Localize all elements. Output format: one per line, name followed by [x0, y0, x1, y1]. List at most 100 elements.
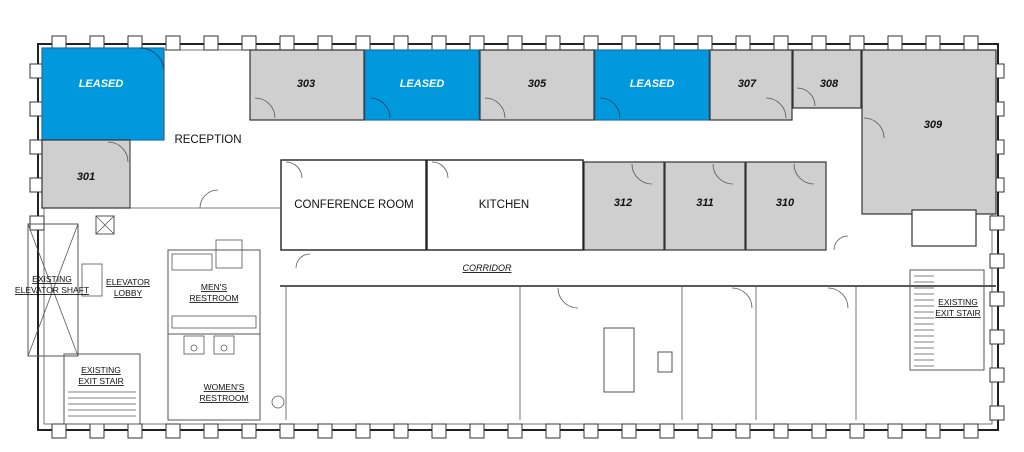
suite-305[interactable] — [479, 49, 595, 121]
label-elevator-lobby-1: ELEVATOR — [106, 277, 150, 287]
exterior-pier — [29, 215, 45, 231]
label-exit-stair-left-2: EXIT STAIR — [78, 376, 124, 386]
exterior-pier — [545, 423, 561, 439]
label-womens-1: WOMEN'S — [204, 382, 245, 392]
exterior-pier — [659, 423, 675, 439]
label-suite-312: 312 — [614, 197, 632, 209]
exterior-pier — [431, 423, 447, 439]
exterior-pier — [989, 215, 1005, 231]
exterior-pier — [583, 35, 599, 51]
kitchen[interactable] — [426, 159, 584, 251]
suite-312[interactable] — [583, 161, 665, 251]
exterior-pier — [279, 35, 295, 51]
suite-307[interactable] — [709, 49, 793, 121]
exterior-pier — [203, 423, 219, 439]
exterior-pier — [241, 35, 257, 51]
exterior-pier — [963, 423, 979, 439]
suite-310[interactable] — [745, 161, 827, 251]
exterior-pier — [849, 423, 865, 439]
exterior-pier — [393, 35, 409, 51]
exterior-pier — [849, 35, 865, 51]
suite-308[interactable] — [792, 49, 862, 109]
exterior-pier — [811, 423, 827, 439]
exterior-pier — [989, 329, 1005, 345]
suite-301[interactable] — [41, 139, 131, 209]
exterior-pier — [989, 405, 1005, 421]
label-kitchen: KITCHEN — [479, 199, 529, 211]
reception-area — [129, 50, 280, 209]
exterior-pier — [165, 35, 181, 51]
label-suite-309: 309 — [924, 119, 943, 131]
exterior-pier — [735, 35, 751, 51]
conference-room[interactable] — [280, 159, 427, 251]
label-suite-305: 305 — [528, 78, 547, 90]
exterior-pier — [773, 423, 789, 439]
label-conference-room: CONFERENCE ROOM — [294, 199, 413, 211]
label-suite-301: 301 — [77, 171, 95, 183]
exterior-pier — [621, 423, 637, 439]
exterior-pier — [507, 423, 523, 439]
exterior-pier — [811, 35, 827, 51]
label-suite-311: 311 — [696, 197, 714, 209]
exit-stair-right — [909, 269, 985, 371]
exterior-pier — [989, 367, 1005, 383]
suite-leased-2[interactable] — [364, 49, 480, 121]
exterior-pier — [621, 35, 637, 51]
label-exit-stair-left-1: EXISTING — [81, 365, 121, 375]
exterior-pier — [241, 423, 257, 439]
suite-311[interactable] — [664, 161, 746, 251]
label-mens-1: MEN'S — [201, 282, 228, 292]
suite-leased-3[interactable] — [594, 49, 710, 121]
label-leased-3: LEASED — [630, 78, 675, 90]
exit-stair-left — [63, 353, 141, 425]
suite-leased-1[interactable] — [41, 47, 165, 141]
exterior-pier — [469, 35, 485, 51]
corridor-walls — [280, 235, 996, 420]
kitchenette-island — [603, 327, 673, 393]
label-leased-2: LEASED — [400, 78, 445, 90]
label-reception: RECEPTION — [174, 134, 241, 146]
exterior-pier — [545, 35, 561, 51]
label-suite-308: 308 — [820, 78, 839, 90]
exterior-pier — [469, 423, 485, 439]
exterior-pier — [697, 423, 713, 439]
exterior-pier — [507, 35, 523, 51]
label-suite-310: 310 — [776, 197, 795, 209]
exterior-pier — [431, 35, 447, 51]
label-elevator-shaft-2: ELEVATOR SHAFT — [15, 285, 89, 295]
label-mens-2: RESTROOM — [189, 293, 238, 303]
exterior-pier — [989, 291, 1005, 307]
exterior-pier — [989, 253, 1005, 269]
elevator-shaft — [27, 215, 115, 357]
label-suite-307: 307 — [738, 78, 757, 90]
exterior-pier — [963, 35, 979, 51]
exterior-pier — [887, 35, 903, 51]
exterior-pier — [925, 423, 941, 439]
label-leased-1: LEASED — [79, 78, 124, 90]
label-corridor: CORRIDOR — [463, 263, 512, 273]
exterior-pier — [735, 423, 751, 439]
label-womens-2: RESTROOM — [199, 393, 248, 403]
exterior-pier — [51, 423, 67, 439]
restrooms — [167, 239, 285, 421]
exterior-pier — [887, 423, 903, 439]
exterior-pier — [355, 423, 371, 439]
exterior-pier — [317, 35, 333, 51]
exterior-pier — [279, 423, 295, 439]
suite-309[interactable] — [861, 49, 997, 247]
exterior-pier — [583, 423, 599, 439]
exterior-pier — [355, 35, 371, 51]
label-exit-stair-right-2: EXIT STAIR — [935, 308, 981, 318]
exterior-pier — [393, 423, 409, 439]
suite-303[interactable] — [249, 49, 365, 121]
exterior-pier — [773, 35, 789, 51]
exterior-pier — [127, 423, 143, 439]
label-elevator-lobby-2: LOBBY — [114, 288, 143, 298]
exterior-piers — [29, 35, 1005, 439]
label-elevator-shaft-1: EXISTING — [32, 274, 72, 284]
exterior-pier — [659, 35, 675, 51]
exterior-pier — [317, 423, 333, 439]
exterior-pier — [203, 35, 219, 51]
exterior-pier — [89, 423, 105, 439]
